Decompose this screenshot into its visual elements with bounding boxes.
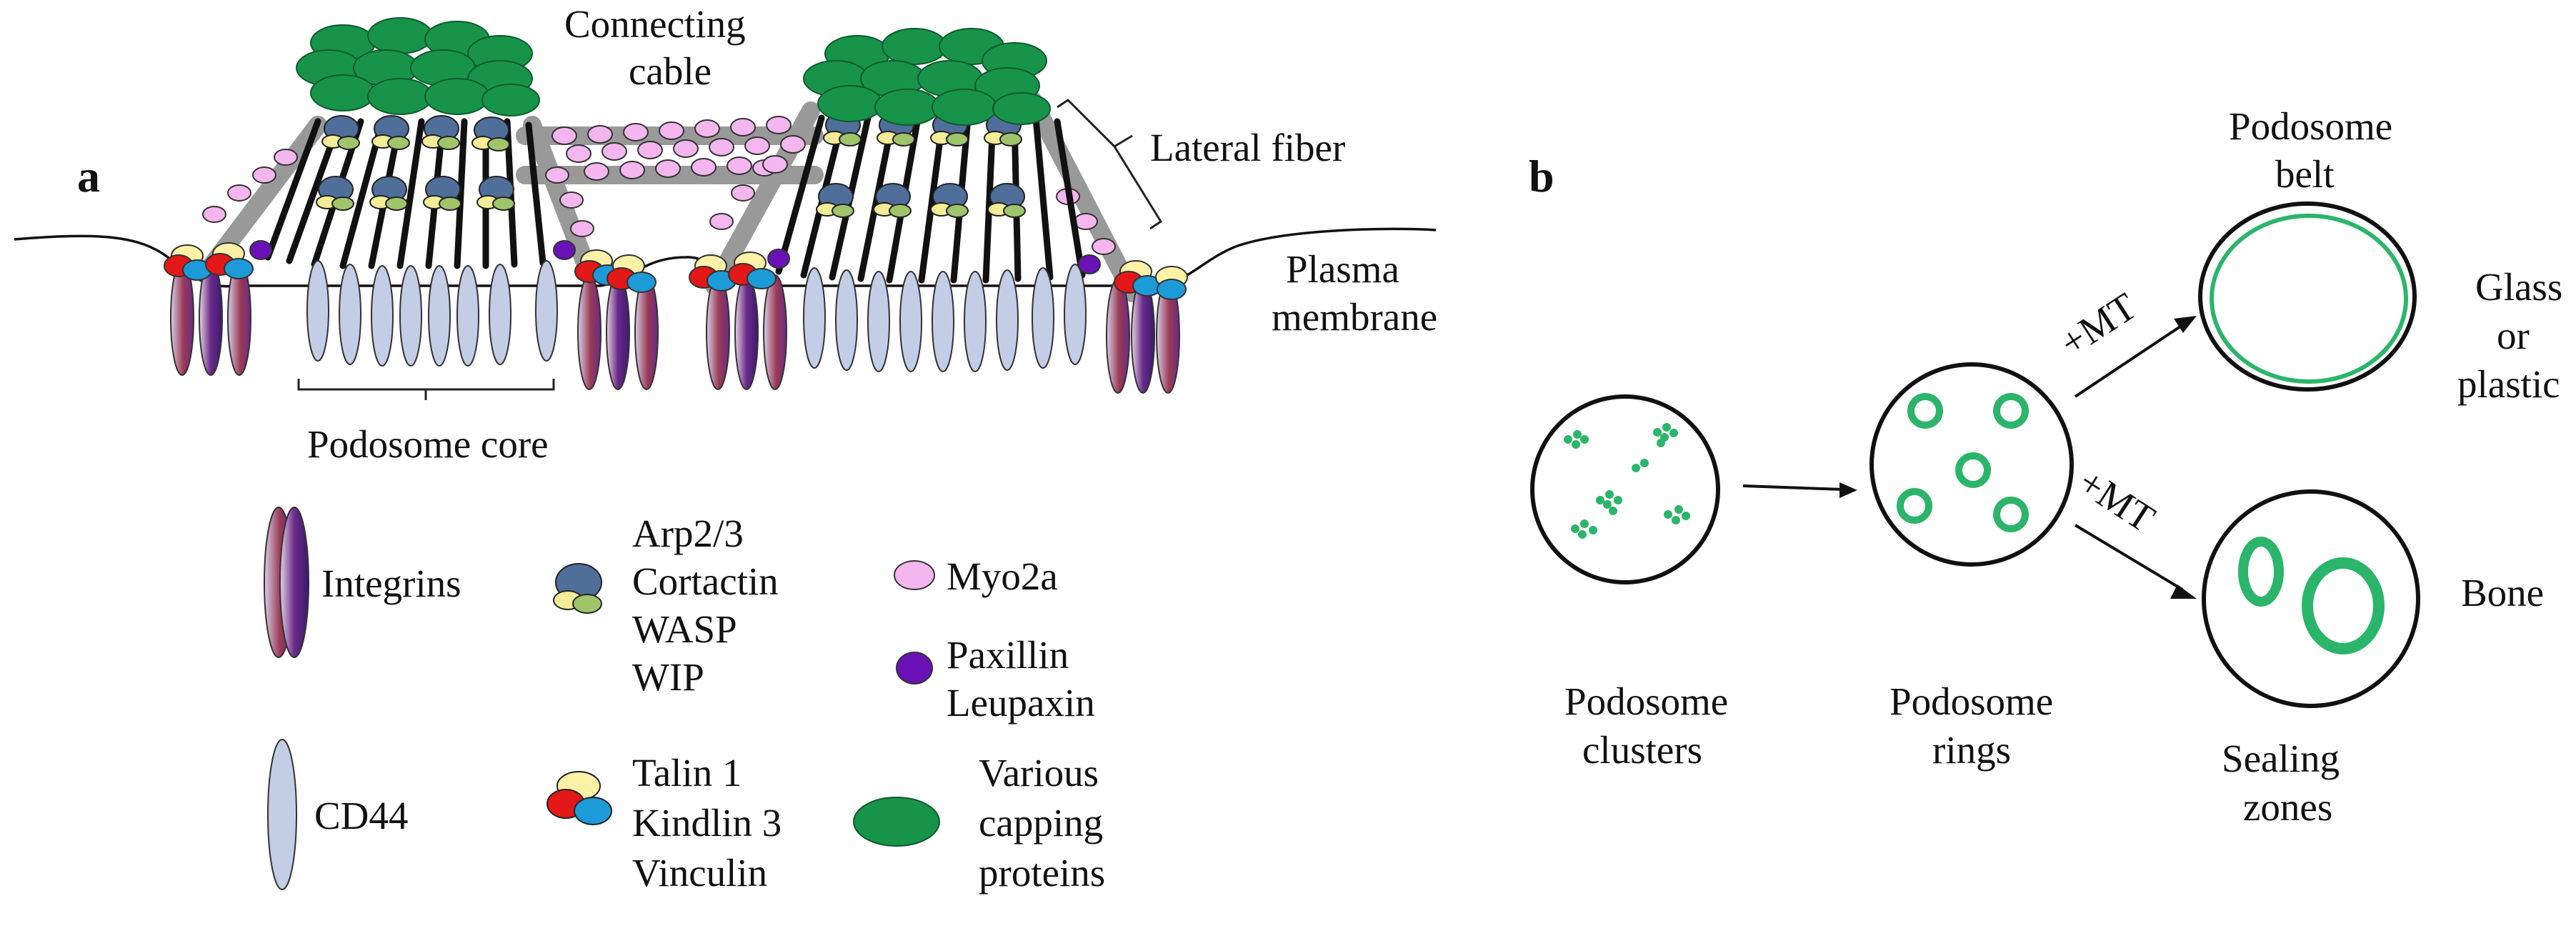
panel-b: b <box>1529 104 2562 829</box>
legend-capping: Various capping proteins <box>853 751 1105 895</box>
cd44-right-core <box>803 264 1087 372</box>
cluster-dots <box>1564 423 1690 539</box>
legend-talin-label-3: Vinculin <box>632 851 767 895</box>
arrow-rings-to-sealing: +MT <box>2071 460 2197 599</box>
legend-arp-label-4: WIP <box>632 655 704 699</box>
sealing-zones-label-line1: Sealing <box>2222 737 2340 780</box>
legend-arp-label-1: Arp2/3 <box>632 512 744 555</box>
cd44-left-core <box>306 260 558 367</box>
arp-complex <box>423 176 461 211</box>
panel-a-label: a <box>77 151 100 201</box>
integrin-cluster-4 <box>1078 254 1188 394</box>
legend-cd44: CD44 <box>267 739 408 890</box>
arp-complex <box>369 176 408 211</box>
plasma-membrane-label-line2: membrane <box>1272 295 1437 339</box>
sealing-zones-cell <box>2202 489 2420 708</box>
arp-complex <box>476 176 515 211</box>
plasma-membrane-label-line1: Plasma <box>1286 247 1399 291</box>
podosome-rings-label-line1: Podosome <box>1889 679 2053 723</box>
legend-integrins: Integrins <box>264 507 461 658</box>
sealing-zones-label-line2: zones <box>2243 785 2332 829</box>
legend-paxillin-label-1: Paxillin <box>947 633 1069 677</box>
substrate-glass-label-line1: Glass <box>2475 265 2562 309</box>
arp-complex <box>421 115 460 150</box>
connecting-cable-label-line1: Connecting <box>564 2 746 46</box>
legend-paxillin: Paxillin Leupaxin <box>896 633 1095 725</box>
panel-b-label: b <box>1529 151 1554 201</box>
legend-capping-label-3: proteins <box>979 851 1105 895</box>
arp-complex <box>873 183 912 218</box>
arp-complex <box>316 176 354 211</box>
legend-capping-label-1: Various <box>979 751 1099 795</box>
legend-talin-label-1: Talin 1 <box>632 751 742 795</box>
panel-a: a <box>14 2 1437 895</box>
substrate-bone-label: Bone <box>2461 571 2544 614</box>
podosome-clusters-label-line2: clusters <box>1582 728 1702 772</box>
legend-talin: Talin 1 Kindlin 3 Vinculin <box>546 751 782 895</box>
podosome-rings-label-line2: rings <box>1932 728 2011 772</box>
arrow-rings-to-belt: +MT <box>2052 284 2197 398</box>
legend-arp-label-2: Cortactin <box>632 559 779 603</box>
podosome-belt-cell <box>2198 201 2417 392</box>
myo2a-chains <box>202 116 1116 255</box>
podosome-core-label: Podosome core <box>307 422 549 466</box>
arrow-clusters-to-rings <box>1742 482 1857 498</box>
arp-complex <box>471 116 510 151</box>
podosome-belt-label-line2: belt <box>2275 152 2334 196</box>
capping-cluster-right <box>803 28 1051 126</box>
arp-complex <box>321 115 360 150</box>
arp-complexes-left <box>316 115 515 211</box>
substrate-glass-label-line3: plastic <box>2457 362 2560 406</box>
podosome-clusters-cell <box>1530 394 1720 584</box>
integrin-cluster-2 <box>553 240 659 390</box>
arp-complex <box>371 115 410 150</box>
integrin-cluster-3 <box>689 249 790 390</box>
mt-label-lower: +MT <box>2071 460 2162 541</box>
legend-arp-label-3: WASP <box>632 607 737 651</box>
legend-paxillin-label-2: Leupaxin <box>947 681 1095 725</box>
podosome-core-bracket <box>297 379 555 400</box>
arp-complex <box>930 183 969 218</box>
legend-capping-label-2: capping <box>979 801 1103 845</box>
arp-complex <box>987 183 1026 218</box>
mt-label-upper: +MT <box>2052 284 2144 365</box>
legend-arp: Arp2/3 Cortactin WASP WIP <box>553 512 779 699</box>
connecting-cable-label-line2: cable <box>629 49 712 93</box>
integrin-cluster-1 <box>164 240 272 376</box>
podosome-rings-cell <box>1869 362 2074 567</box>
legend-myo2a: Myo2a <box>894 554 1058 598</box>
plasma-membrane-line <box>14 227 1437 288</box>
podosome-belt-label-line1: Podosome <box>2229 104 2392 148</box>
podosome-clusters-label-line1: Podosome <box>1564 679 1728 723</box>
legend: Integrins CD44 Arp2/3 Cortactin WASP WIP… <box>264 507 1105 895</box>
legend-cd44-label: CD44 <box>314 794 408 837</box>
arp-complex <box>816 183 854 218</box>
legend-integrins-label: Integrins <box>321 562 461 605</box>
legend-talin-label-2: Kindlin 3 <box>632 801 782 845</box>
legend-myo2a-label: Myo2a <box>947 554 1058 598</box>
capping-cluster-left <box>296 17 540 116</box>
substrate-glass-label-line2: or <box>2497 314 2530 357</box>
ring-marks <box>1897 393 2029 532</box>
lateral-fiber-label: Lateral fiber <box>1150 126 1345 169</box>
lateral-fiber-bracket <box>1057 99 1163 230</box>
